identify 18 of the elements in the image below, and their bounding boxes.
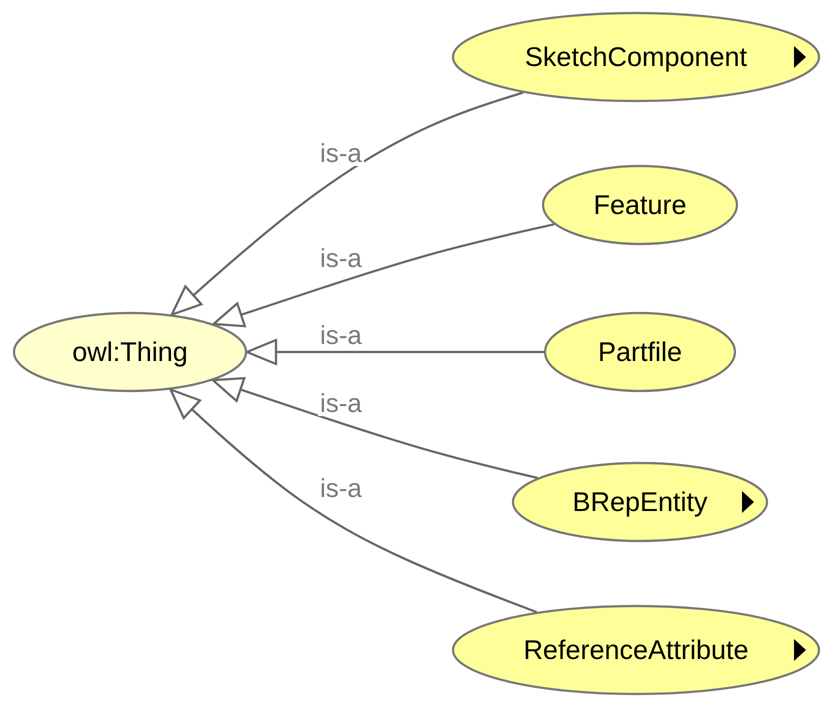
class-name: Feature <box>593 190 687 220</box>
class-ellipse <box>544 312 736 392</box>
class-name: owl:Thing <box>72 336 188 368</box>
arrow <box>246 338 544 366</box>
arrow <box>170 91 524 316</box>
class-name: ReferenceAttribute <box>523 634 749 666</box>
root-class-ellipse <box>13 312 247 392</box>
class-ellipse <box>542 165 738 245</box>
class-name: BRepEntity <box>572 486 708 518</box>
class-name: SketchComponent <box>524 42 748 72</box>
class-ellipse <box>512 462 768 542</box>
class-ellipse <box>452 605 820 695</box>
arrow <box>212 377 538 480</box>
class-ellipse <box>452 12 820 102</box>
class-name: Partfile <box>598 336 682 368</box>
edge-label: is-a <box>318 390 364 416</box>
arrow <box>212 223 554 328</box>
arrow <box>169 388 538 614</box>
